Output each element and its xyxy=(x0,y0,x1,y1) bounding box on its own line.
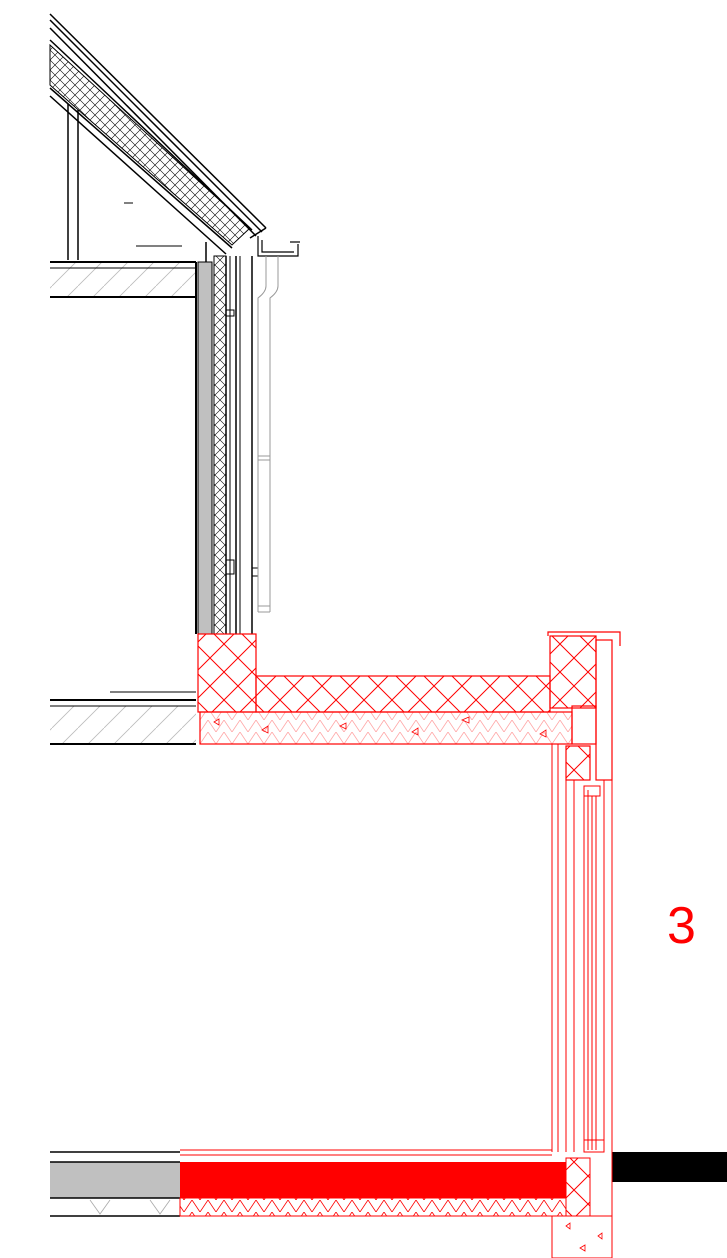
new-floor-slab xyxy=(179,1149,613,1258)
new-roof-insulation xyxy=(197,633,551,713)
gutter xyxy=(257,236,300,257)
existing-upper-floor-slab xyxy=(50,261,196,298)
parapet xyxy=(547,631,621,781)
roof-assembly xyxy=(49,13,267,262)
existing-wall xyxy=(195,255,259,635)
detail-number-label: 3 xyxy=(667,897,696,955)
new-floor-screed xyxy=(180,1162,566,1198)
wall-cavity-insulation xyxy=(213,255,227,635)
downpipe xyxy=(257,256,279,613)
existing-floor-slab-lower xyxy=(50,1151,180,1217)
new-roof-slab xyxy=(199,711,573,745)
wall-block-inner xyxy=(197,261,213,635)
new-wall-and-glazing xyxy=(551,640,613,1258)
existing-ground-floor-slab xyxy=(50,691,196,745)
roof-insulation xyxy=(49,43,251,246)
new-floor-insulation xyxy=(179,1197,567,1217)
existing-ground-line xyxy=(612,1152,727,1182)
